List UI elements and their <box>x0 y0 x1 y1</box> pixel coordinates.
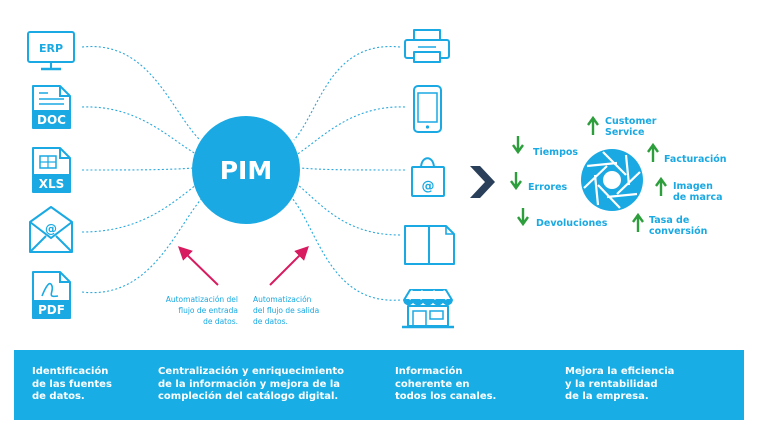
metric-label: Tiempos <box>533 147 578 158</box>
down-metric-tiempos: Tiempos <box>512 136 578 158</box>
monitor-icon: ERP <box>27 31 75 71</box>
inbound-pointer-arrow <box>177 246 219 286</box>
up-metric-facturacion: Facturación <box>647 142 727 165</box>
down-metric-devoluciones: Devoluciones <box>517 208 608 229</box>
pim-label: PIM <box>220 156 273 185</box>
email-label: @ <box>45 222 57 236</box>
aperture-icon <box>581 149 643 211</box>
pim-hub: PIM <box>192 116 300 224</box>
band-text-eficiencia: Mejora la eficiencia y la rentabilidad d… <box>565 366 675 402</box>
bag-at-label: @ <box>422 179 435 194</box>
xls-label: XLS <box>39 177 65 191</box>
erp-label: ERP <box>39 42 63 55</box>
pdf-label: PDF <box>38 303 65 317</box>
smartphone-icon <box>413 85 442 133</box>
inbound-connectors <box>81 46 203 294</box>
shopping-bag-icon: @ <box>411 157 445 197</box>
metric-label: Facturación <box>664 154 727 165</box>
catalog-pages-icon <box>404 225 455 265</box>
band-text-informacion: Información coherente en todos los canal… <box>395 366 497 402</box>
summary-band: Identificación de las fuentes de datos. … <box>14 350 744 420</box>
outbound-connectors <box>291 46 406 301</box>
email-envelope-icon: @ <box>29 206 73 253</box>
band-text-identificacion: Identificación de las fuentes de datos. <box>32 366 112 402</box>
doc-label: DOC <box>37 113 66 127</box>
metric-label: Devoluciones <box>536 218 608 229</box>
printer-icon <box>404 29 450 63</box>
doc-file-icon: DOC <box>32 85 71 129</box>
pdf-file-icon: PDF <box>32 271 71 319</box>
storefront-icon <box>402 289 454 329</box>
band-text-centralizacion: Centralización y enriquecimiento de la i… <box>158 366 345 402</box>
metric-label: Errores <box>528 182 568 193</box>
xls-file-icon: XLS <box>32 147 71 193</box>
pim-diagram: PIM ERP DOC XLS @ PDF <box>27 29 727 329</box>
chevron-right-icon <box>470 166 495 198</box>
down-metric-errores: Errores <box>510 172 568 193</box>
outbound-pointer-arrow <box>269 246 309 286</box>
